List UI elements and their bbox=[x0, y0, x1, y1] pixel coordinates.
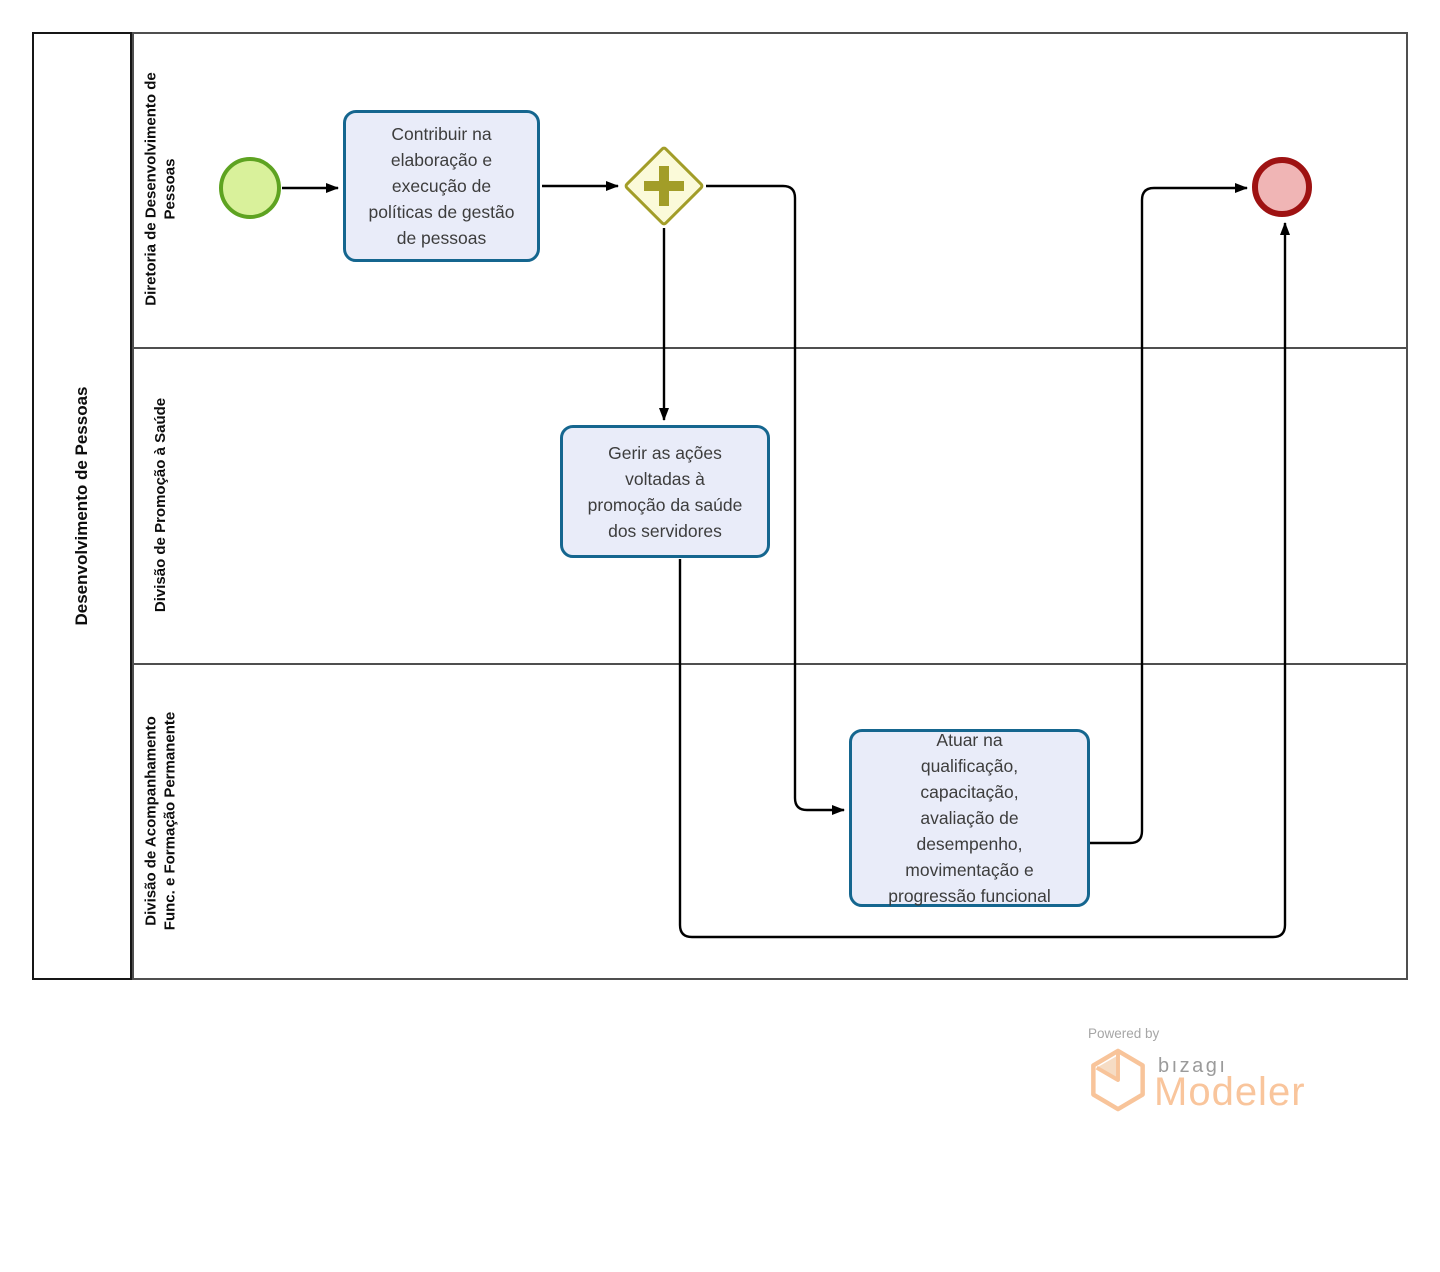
bizagi-wordmark: bızagı bbox=[1158, 1055, 1228, 1077]
pool-header bbox=[32, 32, 132, 980]
task-contribuir-politicas: Contribuir na elaboração e execução de p… bbox=[343, 110, 540, 262]
modeler-wordmark: Modeler bbox=[1154, 1070, 1306, 1114]
lane-label-diretoria: Diretoria de Desenvolvimento de Pessoas bbox=[133, 32, 191, 347]
plus-icon bbox=[639, 161, 689, 211]
bizagi-logo-icon bbox=[1091, 1048, 1145, 1112]
lanes-container bbox=[132, 32, 1408, 980]
task-label: Contribuir na elaboração e execução de p… bbox=[368, 124, 515, 248]
task-label: Atuar na qualificação, capacitação, aval… bbox=[888, 730, 1051, 906]
task-gerir-acoes-saude: Gerir as ações voltadas à promoção da sa… bbox=[560, 425, 770, 558]
pool-title-text: Desenvolvimento de Pessoas bbox=[72, 386, 91, 626]
lane-label-text: Divisão de Promoção à Saúde bbox=[151, 397, 169, 613]
lane-promocao-saude bbox=[134, 349, 1406, 665]
task-label: Gerir as ações voltadas à promoção da sa… bbox=[587, 442, 743, 541]
lane-acompanhamento bbox=[134, 665, 1406, 978]
lane-label-text: Divisão de Acompanhamento Func. e Formaç… bbox=[142, 711, 179, 931]
start-event bbox=[219, 157, 281, 219]
end-event bbox=[1252, 157, 1312, 217]
lane-label-promocao-saude: Divisão de Promoção à Saúde bbox=[132, 347, 190, 663]
pool-title: Desenvolvimento de Pessoas bbox=[32, 32, 132, 980]
lane-label-acompanhamento: Divisão de Acompanhamento Func. e Formaç… bbox=[133, 663, 191, 980]
lane-diretoria bbox=[134, 34, 1406, 349]
powered-by-text: Powered by bbox=[1088, 1026, 1160, 1041]
lane-label-text: Diretoria de Desenvolvimento de Pessoas bbox=[142, 72, 179, 306]
task-atuar-qualificacao: Atuar na qualificação, capacitação, aval… bbox=[849, 729, 1090, 907]
